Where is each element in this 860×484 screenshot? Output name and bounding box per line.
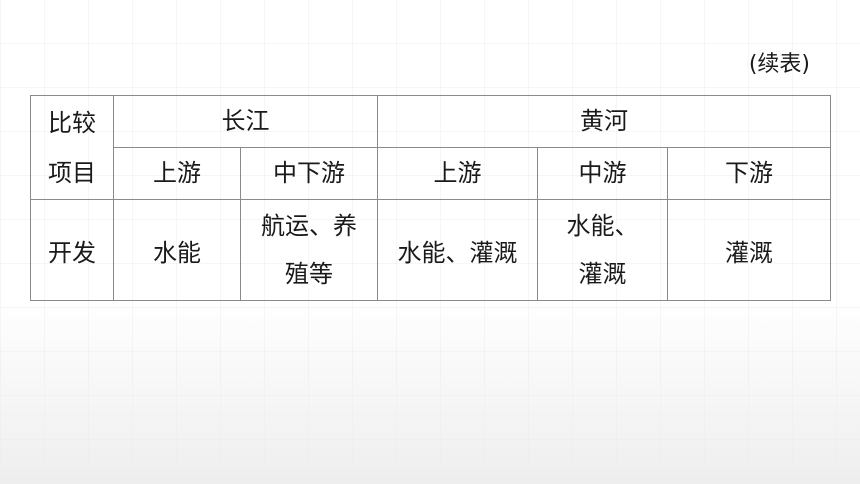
yellow-lower-development: 灌溉: [666, 199, 832, 301]
development-label: 开发: [30, 199, 114, 301]
yellow-middle-header: 中游: [537, 147, 668, 200]
yangtze-upper-development: 水能: [113, 199, 241, 301]
table-row-development: 开发 水能 航运、养 殖等 水能、灌溉 水能、 灌溉 灌溉: [30, 199, 832, 301]
yellow-upper-development: 水能、灌溉: [377, 199, 538, 301]
table-header-row: 比较 项目 长江 黄河: [30, 95, 832, 200]
yangtze-middle-lower-development: 航运、养 殖等: [240, 199, 378, 301]
yellow-upper-header: 上游: [377, 147, 538, 200]
yangtze-upper-header: 上游: [113, 147, 241, 200]
comparison-item-header: 比较 项目: [30, 95, 114, 200]
yangtze-middle-lower-header: 中下游: [240, 147, 378, 200]
yellow-lower-header: 下游: [666, 147, 832, 200]
yellow-river-header: 黄河: [376, 95, 832, 148]
continued-label: (续表): [748, 52, 810, 77]
yellow-middle-development: 水能、 灌溉: [537, 199, 668, 301]
yangtze-header: 长江: [113, 95, 378, 148]
river-comparison-table: 比较 项目 长江 黄河 上游 中下游 上游 中游 下游 开发 水能 航运、养 殖…: [30, 95, 832, 301]
table-subheader-row: 上游 中下游 上游 中游 下游: [31, 147, 832, 200]
